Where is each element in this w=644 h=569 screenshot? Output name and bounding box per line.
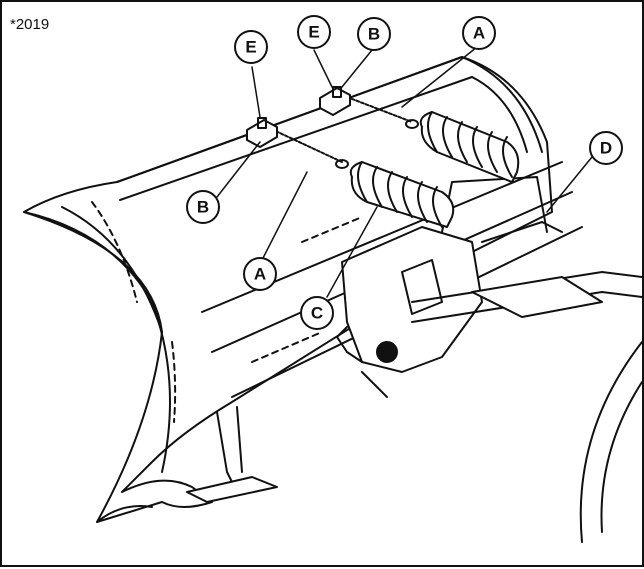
callout-label: C <box>311 304 323 323</box>
callout-b-left: B <box>186 190 220 224</box>
callout-label: A <box>473 24 485 43</box>
callout-label: B <box>368 25 380 44</box>
figure-id-label: *2019 <box>10 16 50 33</box>
callout-a-top: A <box>462 16 496 50</box>
spring-upper <box>419 111 520 183</box>
callout-label: E <box>245 38 256 57</box>
callout-e-left: E <box>234 30 268 64</box>
callout-d: D <box>589 131 623 165</box>
callout-b-top: B <box>357 17 391 51</box>
callout-label: E <box>308 23 319 42</box>
bracket-right <box>319 86 351 116</box>
callout-e-right: E <box>297 15 331 49</box>
callout-a-bottom: A <box>243 257 277 291</box>
skid-shoe <box>186 406 278 503</box>
callout-label: A <box>254 265 266 284</box>
hitch-frame <box>336 176 643 398</box>
callout-label: D <box>600 139 612 158</box>
callout-label: B <box>197 198 209 217</box>
bracket-left <box>246 117 278 148</box>
callout-c: C <box>300 296 334 330</box>
tractor-wheel <box>579 341 643 543</box>
spring-c <box>349 161 455 228</box>
eyebolt-right <box>346 96 419 129</box>
eyebolt-left <box>266 126 349 169</box>
callout-leaders <box>216 46 593 298</box>
